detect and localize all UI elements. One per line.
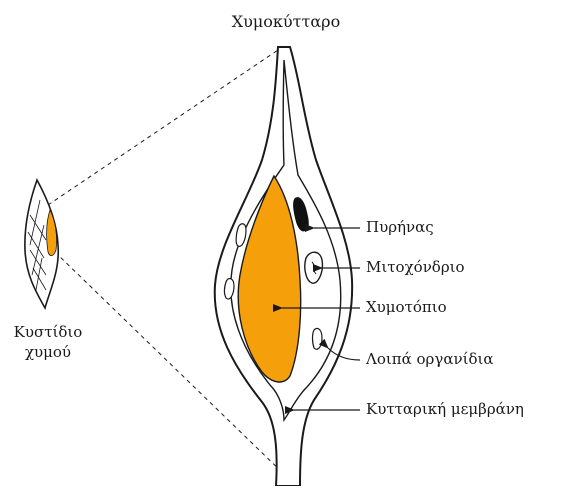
zoom-guide-top [48, 50, 278, 205]
organelle-right [313, 328, 323, 349]
small-cell-label-line1: Κυστίδιο [4, 322, 92, 342]
small-cell-label-line2: χυμού [4, 342, 92, 362]
small-cell-label: Κυστίδιο χυμού [4, 322, 92, 362]
label-cell-membrane: Κυτταρική μεμβράνη [366, 402, 524, 417]
label-nucleus: Πυρήνας [366, 220, 434, 235]
label-mitochondrion: Μιτοχόνδριο [366, 260, 465, 275]
small-cell-vacuole [47, 210, 57, 256]
diagram-title: Χυμοκύτταρο [216, 14, 356, 30]
label-other-organelles: Λοιπά οργανίδια [366, 352, 494, 367]
small-cell [25, 180, 58, 308]
label-vacuole: Χυμοτόπιο [366, 300, 447, 315]
large-cell [215, 47, 352, 486]
